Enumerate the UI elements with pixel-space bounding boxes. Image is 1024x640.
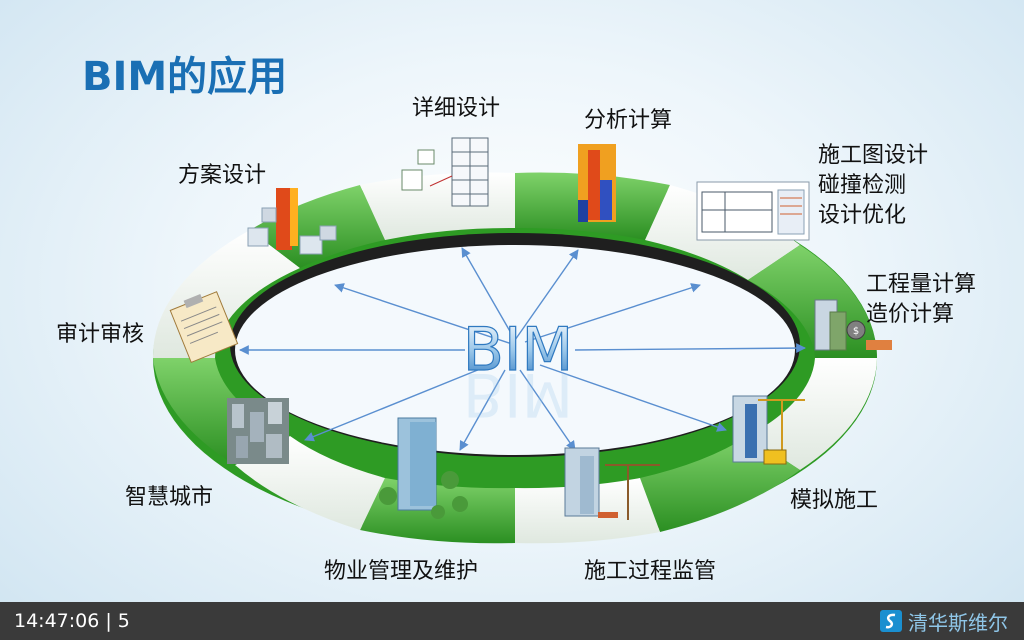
brand-logo-icon	[880, 610, 902, 632]
page-number: 5	[117, 610, 130, 632]
label-quantity: 工程量计算 造价计算	[866, 270, 976, 330]
label-supervision: 施工过程监管	[584, 559, 717, 584]
label-construction-drawing-1: 施工图设计	[818, 143, 929, 168]
page-title: BIM的应用	[82, 54, 288, 100]
footer-time: 14:47:06	[14, 610, 100, 632]
label-simulation: 模拟施工	[790, 488, 879, 513]
construction-site-icon	[732, 395, 805, 465]
ring-inner-hole	[235, 245, 795, 455]
footer-bar: 14:47:06|5 清华斯维尔	[0, 602, 1024, 640]
wireframe-building-icon	[401, 137, 489, 207]
label-construction-drawing: 施工图设计 碰撞检测 设计优化	[818, 141, 928, 231]
building-model-icon	[247, 188, 337, 255]
city-icon	[227, 398, 289, 464]
label-quantity-calc: 工程量计算	[866, 272, 977, 297]
footer-time-page: 14:47:06|5	[14, 610, 130, 632]
label-cost-calc: 造价计算	[866, 302, 955, 327]
clipboard-icon	[169, 291, 239, 364]
bim-center-label: BIM	[463, 315, 574, 385]
tower-analysis-icon	[578, 144, 616, 222]
label-collision-check: 碰撞检测	[818, 173, 907, 198]
svg-text:$: $	[853, 326, 859, 337]
label-scheme-design: 方案设计	[178, 163, 267, 188]
cost-building-icon: $	[814, 299, 892, 351]
property-building-icon	[379, 417, 468, 519]
arrows	[239, 247, 806, 451]
crane-building-icon	[564, 447, 660, 520]
bim-center-reflection: BIM	[463, 359, 574, 429]
brand: 清华斯维尔	[880, 608, 1008, 635]
footer-separator: |	[105, 610, 112, 632]
slide: BIM BIM	[56, 54, 976, 584]
label-audit: 审计审核	[56, 322, 145, 347]
label-property: 物业管理及维护	[324, 559, 479, 584]
floor-plan-icon	[696, 181, 810, 241]
brand-name: 清华斯维尔	[908, 610, 1008, 635]
label-smart-city: 智慧城市	[125, 485, 214, 510]
bim-cycle-diagram: BIM BIM	[152, 137, 892, 544]
label-detail-design: 详细设计	[412, 96, 501, 121]
label-design-optimization: 设计优化	[818, 203, 907, 228]
label-analysis: 分析计算	[584, 108, 673, 133]
